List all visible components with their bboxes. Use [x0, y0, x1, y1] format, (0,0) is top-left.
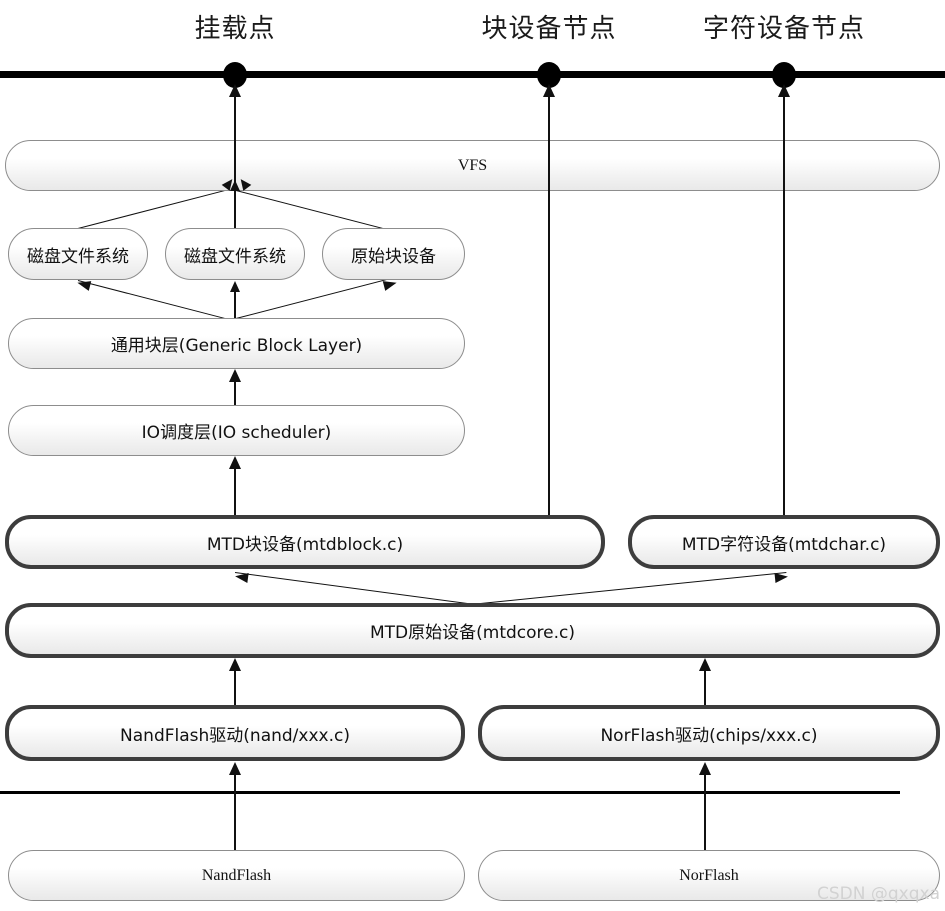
arrowhead-mtdcore-to-mtdblock: [234, 571, 249, 583]
arrowhead-nor-driver-to-mtdcore: [699, 658, 711, 671]
layer-box-mtd-core[interactable]: MTD原始设备(mtdcore.c): [5, 603, 940, 658]
connector-norflash-to-driver: [704, 774, 706, 852]
arrowhead-io-to-gbl: [229, 369, 241, 382]
arrowhead-block-node-to-bar: [543, 84, 555, 97]
layer-box-vfs[interactable]: VFS: [5, 140, 940, 191]
layer-label-mtd-core: MTD原始设备(mtdcore.c): [370, 623, 575, 643]
arrowhead-gbl-to-fs-right: [382, 277, 398, 291]
layer-label-norflash-driver: NorFlash驱动(chips/xxx.c): [600, 725, 818, 746]
connector-mtdcore-to-mtdchar: [470, 571, 787, 606]
layer-label-disk-filesystem-1: 磁盘文件系统: [27, 246, 129, 267]
layer-label-disk-filesystem-2: 磁盘文件系统: [184, 246, 286, 267]
layer-box-io-scheduler[interactable]: IO调度层(IO scheduler): [8, 405, 465, 456]
connector-nandflash-to-driver: [234, 774, 236, 852]
connector-nand-driver-to-mtdcore: [234, 670, 236, 705]
layer-box-disk-filesystem-2[interactable]: 磁盘文件系统: [165, 228, 305, 280]
hardware-box-nandflash[interactable]: NandFlash: [8, 850, 465, 901]
arrowhead-norflash-to-driver: [699, 762, 711, 775]
connector-fs-middle-to-vfs: [234, 191, 236, 228]
hardware-divider-line: [0, 791, 900, 794]
layer-box-mtd-char-device[interactable]: MTD字符设备(mtdchar.c): [628, 515, 940, 569]
node-label-char-device-node: 字符设备节点: [702, 14, 865, 44]
hardware-label-nandflash: NandFlash: [201, 866, 272, 884]
arrowhead-nandflash-to-driver: [229, 762, 241, 775]
layer-label-mtd-char-device: MTD字符设备(mtdchar.c): [681, 534, 887, 555]
layer-box-nandflash-driver[interactable]: NandFlash驱动(nand/xxx.c): [5, 705, 465, 761]
layer-box-norflash-driver[interactable]: NorFlash驱动(chips/xxx.c): [478, 705, 940, 761]
layer-box-generic-block-layer[interactable]: 通用块层(Generic Block Layer): [8, 318, 465, 369]
layer-label-io-scheduler: IO调度层(IO scheduler): [141, 423, 332, 443]
connector-fs-left-to-vfs: [77, 186, 240, 230]
arrowhead-gbl-to-fs-middle: [230, 281, 240, 292]
layer-label-nandflash-driver: NandFlash驱动(nand/xxx.c): [120, 725, 350, 746]
arrowhead-mtdblock-to-io: [229, 456, 241, 469]
mount-point-dot: [223, 62, 247, 88]
connector-mount-to-vfs: [234, 95, 236, 191]
layer-box-raw-block-device[interactable]: 原始块设备: [322, 228, 465, 280]
hardware-label-norflash: NorFlash: [679, 866, 739, 884]
connector-gbl-to-fs-right: [235, 277, 392, 320]
block-device-node-dot: [537, 62, 561, 88]
layer-label-generic-block-layer: 通用块层(Generic Block Layer): [110, 336, 363, 356]
connector-io-to-gbl: [234, 381, 236, 405]
connector-mtdblock-to-bar: [548, 95, 550, 515]
connector-mtdchar-to-bar: [783, 95, 785, 515]
layer-label-vfs: VFS: [457, 156, 488, 174]
arrowhead-gbl-to-fs-left: [76, 277, 92, 291]
node-label-block-device-node: 块设备节点: [481, 14, 617, 44]
layer-label-mtd-block-device: MTD块设备(mtdblock.c): [206, 534, 404, 555]
connector-nor-driver-to-mtdcore: [704, 670, 706, 705]
layer-box-mtd-block-device[interactable]: MTD块设备(mtdblock.c): [5, 515, 605, 569]
arrowhead-mtdcore-to-mtdchar: [774, 571, 789, 583]
watermark-text: CSDN @qxqxa: [817, 884, 940, 904]
layer-box-disk-filesystem-1[interactable]: 磁盘文件系统: [8, 228, 148, 280]
arrowhead-nand-driver-to-mtdcore: [229, 658, 241, 671]
connector-mtdcore-to-mtdblock: [234, 572, 473, 606]
user-kernel-interface-bar: [0, 71, 945, 78]
arrowhead-char-node-to-bar: [778, 84, 790, 97]
arrowhead-mount-to-bar: [229, 84, 241, 97]
connector-gbl-to-fs-middle: [234, 292, 236, 319]
char-device-node-dot: [772, 62, 796, 88]
layer-label-raw-block-device: 原始块设备: [351, 246, 436, 267]
node-label-mount-point: 挂载点: [194, 14, 276, 44]
connector-fs-right-to-vfs: [235, 190, 392, 232]
arrowhead-fs-middle-to-vfs: [230, 180, 240, 191]
connector-gbl-to-fs-left: [77, 280, 240, 324]
connector-mtdblock-to-io: [234, 468, 236, 515]
